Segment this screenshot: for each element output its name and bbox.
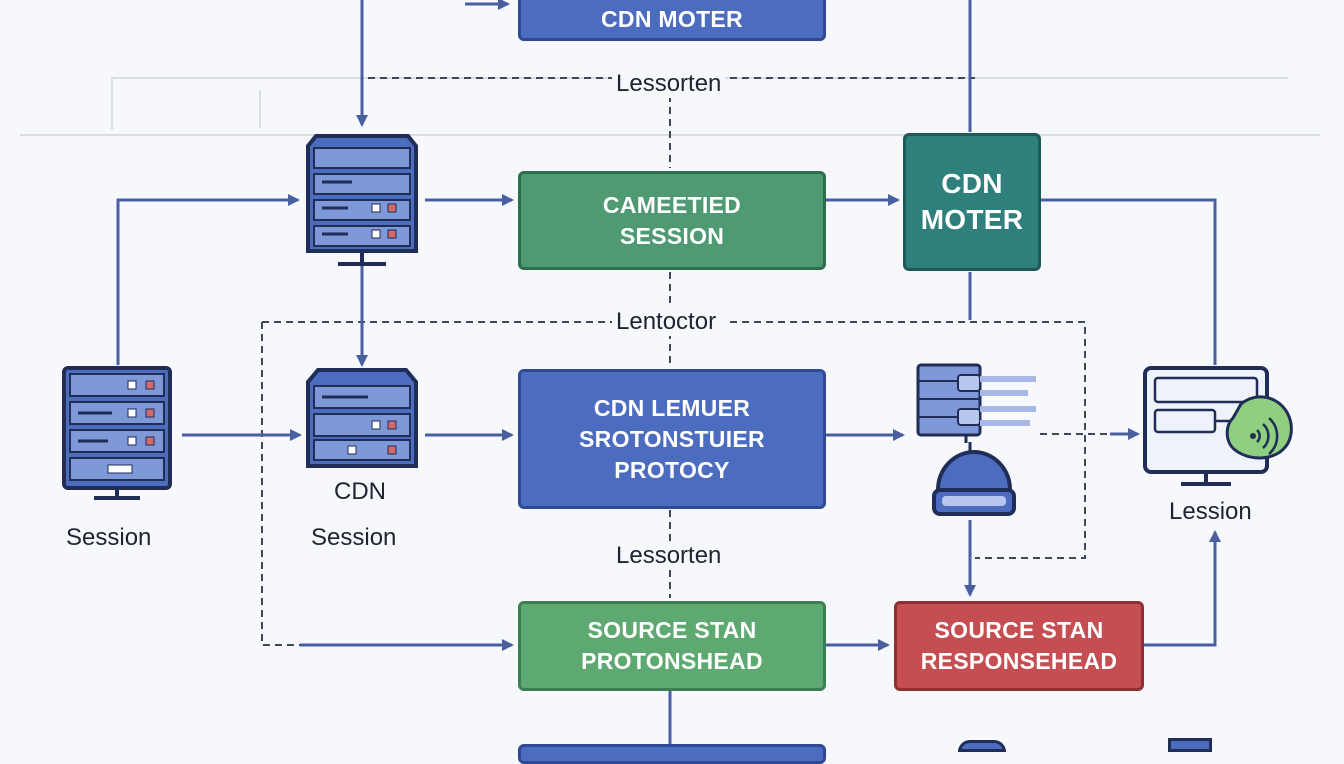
source-stan-responsehead-box[interactable]: SOURCE STAN RESPONSEHEAD [894, 601, 1144, 691]
cdn-moter-top-label: CDN MOTER [601, 6, 743, 32]
source-stan-protonshead-box[interactable]: SOURCE STAN PROTONSHEAD [518, 601, 826, 691]
server-rack-icon [62, 366, 172, 500]
source-stan-responsehead-label: SOURCE STAN RESPONSEHEAD [920, 617, 1118, 674]
cameetied-session-box[interactable]: CAMEETIED SESSION [518, 171, 826, 270]
cdn-session-label-line2: Session [311, 524, 397, 551]
cdn-moter-top-box[interactable]: CDN MOTER [518, 0, 826, 41]
server-rack-icon [306, 134, 418, 266]
cdn-lemuer-box[interactable]: CDN LEMUER SROTONSTUIER PROTOCY [518, 369, 826, 509]
cdn-moter-box[interactable]: CDN MOTER [903, 133, 1041, 271]
cdn-session-label-line1: CDN [334, 478, 386, 505]
monitor-wifi-icon [1143, 366, 1293, 486]
lessorten-mid-label: Lessorten [612, 542, 726, 570]
cdn-lemuer-label: CDN LEMUER SROTONSTUIER PROTOCY [579, 394, 765, 483]
source-stan-protonshead-label: SOURCE STAN PROTONSHEAD [581, 617, 763, 674]
bottom-partial-icon [958, 740, 1006, 752]
cdn-moter-label: CDN MOTER [920, 168, 1024, 235]
dashed-connectors [261, 77, 1135, 646]
bottom-partial-box [518, 744, 826, 764]
cameetied-session-label: CAMEETIED SESSION [602, 191, 742, 249]
solid-connectors [116, 0, 1221, 750]
dome-camera-icon [932, 442, 1016, 516]
server-rack-icon [306, 368, 418, 468]
session-left-label: Session [66, 524, 152, 551]
lentoctor-label: Lentoctor [612, 308, 721, 336]
network-switch-icon [916, 363, 1036, 443]
lession-label: Lession [1169, 498, 1252, 525]
lessorten-top-label: Lessorten [612, 70, 726, 98]
